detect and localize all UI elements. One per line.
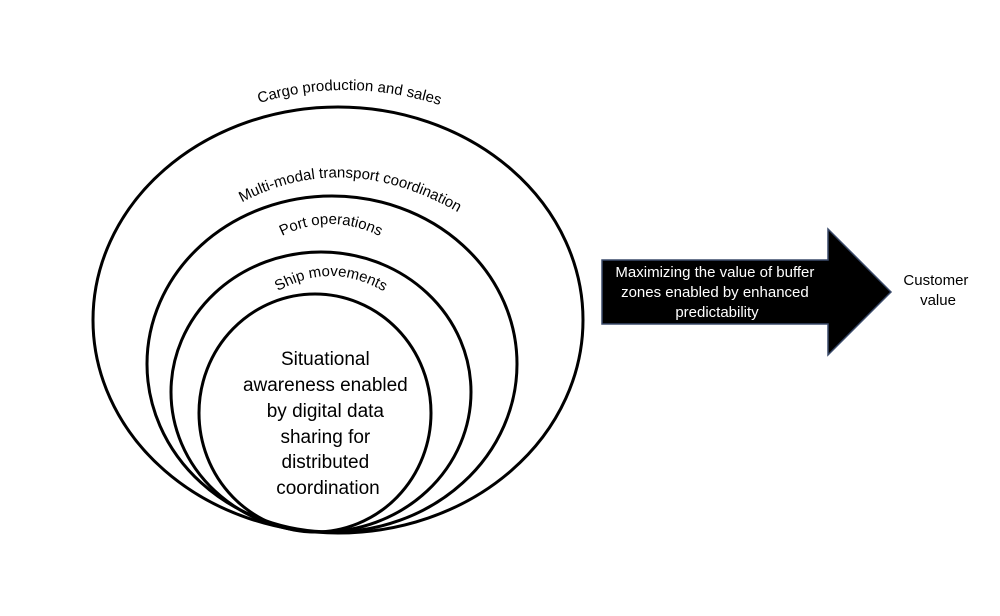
ring-label-port-text: Port operations — [277, 211, 386, 240]
arrow-line-2: zones enabled by enhanced — [621, 284, 809, 301]
core-line-5: distributed — [282, 452, 370, 473]
core-line-3: by digital data — [267, 401, 385, 422]
outcome-line-1: Customer — [903, 272, 968, 289]
ring-label-cargo-text: Cargo production and sales — [256, 77, 444, 109]
arrow-statement: Maximizing the value of buffer zones ena… — [615, 264, 818, 321]
ring-label-multimodal: Multi-modal transport coordination — [236, 164, 464, 215]
ring-label-cargo: Cargo production and sales — [256, 77, 444, 109]
core-statement: Situational awareness enabled by digital… — [243, 349, 413, 499]
ring-label-multimodal-text: Multi-modal transport coordination — [236, 164, 464, 215]
outcome-line-2: value — [920, 292, 956, 309]
value-arrow — [601, 227, 893, 357]
arrow-line-1: Maximizing the value of buffer — [615, 264, 814, 281]
core-line-2: awareness enabled — [243, 375, 408, 396]
ring-ship-movements — [197, 292, 433, 534]
ring-label-ship-text: Ship movements — [272, 263, 390, 295]
outcome-label: Customer value — [903, 272, 972, 309]
core-line-4: sharing for — [280, 427, 370, 448]
ring-label-ship: Ship movements — [272, 263, 390, 295]
core-line-6: coordination — [276, 478, 380, 499]
arrow-line-3: predictability — [675, 304, 759, 321]
core-line-1: Situational — [281, 349, 370, 370]
ring-label-port: Port operations — [277, 211, 386, 240]
